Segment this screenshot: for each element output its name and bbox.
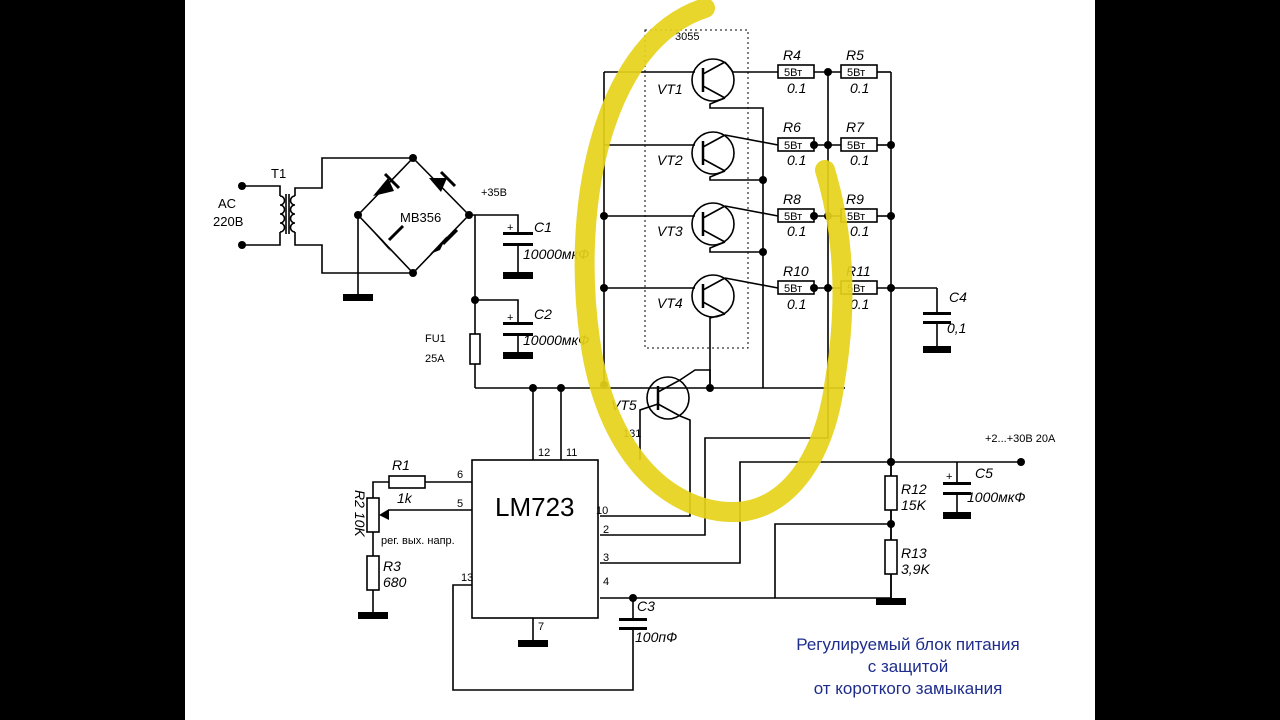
r8-label: R8 (783, 191, 801, 207)
bridge-label: MB356 (400, 210, 441, 225)
ac-label: AC (218, 196, 236, 211)
svg-text:+: + (946, 471, 952, 483)
output-stage: +2...+30В 20A + C5 1000мкФ R12 15K R13 3… (774, 433, 1056, 605)
svg-text:5Вт: 5Вт (784, 283, 802, 295)
svg-text:0.1: 0.1 (787, 223, 806, 239)
circuit-schematic: AC 220В T1 MB356 +35В (213, 0, 1056, 691)
r1-label: R1 (392, 457, 410, 473)
c2-label: C2 (534, 306, 552, 322)
c1-label: C1 (534, 219, 552, 235)
r6-label: R6 (783, 119, 801, 135)
transformer-t1: T1 (271, 157, 413, 274)
svg-text:12: 12 (538, 447, 550, 459)
highlight-circle (574, 0, 853, 523)
svg-text:0.1: 0.1 (850, 80, 869, 96)
svg-text:4: 4 (603, 576, 609, 588)
ac-input: AC 220В (213, 182, 281, 249)
fu1-value: 25A (425, 353, 445, 365)
filter-caps: + C1 10000мкФ + C2 10000мкФ FU1 25A (425, 214, 845, 392)
svg-text:+: + (507, 312, 513, 324)
c1-value: 10000мкФ (523, 246, 589, 262)
c5-value: 1000мкФ (967, 489, 1025, 505)
chip-label: LM723 (495, 492, 575, 522)
fu1-label: FU1 (425, 333, 446, 345)
svg-text:0.1: 0.1 (787, 80, 806, 96)
svg-text:10: 10 (596, 505, 608, 517)
c2-value: 10000мкФ (523, 332, 589, 348)
lm723-chip: LM723 12 11 6 5 10 2 3 4 13 7 (452, 388, 892, 691)
svg-text:+: + (507, 222, 513, 234)
r12-label: R12 (901, 481, 927, 497)
output-label: +2...+30В 20A (985, 433, 1056, 445)
r7-label: R7 (846, 119, 865, 135)
svg-text:11: 11 (566, 447, 577, 459)
svg-text:0.1: 0.1 (850, 152, 869, 168)
c4-value: 0,1 (947, 320, 966, 336)
r1-value: 1k (397, 490, 413, 506)
svg-text:5Вт: 5Вт (847, 211, 865, 223)
r10-label: R10 (783, 263, 809, 279)
t1-label: T1 (271, 166, 286, 181)
capacitor-c4: C4 0,1 (923, 288, 967, 353)
slide: AC 220В T1 MB356 +35В (185, 0, 1095, 720)
r2-label: R2 10K (352, 490, 368, 537)
svg-text:13: 13 (461, 572, 473, 584)
capacitor-c3: C3 100пФ (619, 598, 677, 645)
r2-note: рег. вых. напр. (381, 535, 455, 547)
r3-value: 680 (383, 574, 407, 590)
svg-text:5Вт: 5Вт (784, 211, 802, 223)
svg-text:5Вт: 5Вт (847, 67, 865, 79)
caption-line-2: с защитой (867, 657, 949, 676)
vt1-label: VT1 (657, 81, 683, 97)
svg-text:0.1: 0.1 (787, 296, 806, 312)
voltage-adjust-network: R1 1k R2 10K рег. вых. напр. R3 680 (352, 457, 472, 619)
svg-text:5Вт: 5Вт (784, 67, 802, 79)
r13-label: R13 (901, 545, 927, 561)
caption-line-1: Регулируемый блок питания (796, 635, 1020, 654)
svg-text:3: 3 (603, 552, 609, 564)
svg-text:0.1: 0.1 (850, 296, 869, 312)
ac-voltage-label: 220В (213, 214, 243, 229)
svg-text:5Вт: 5Вт (784, 140, 802, 152)
r12-value: 15K (901, 497, 927, 513)
r13-value: 3,9K (901, 561, 930, 577)
plus35-label: +35В (481, 187, 507, 199)
svg-text:2: 2 (603, 524, 609, 536)
r5-label: R5 (846, 47, 864, 63)
vt3-label: VT3 (657, 223, 683, 239)
svg-text:0.1: 0.1 (850, 223, 869, 239)
diode-bridge: MB356 +35В (343, 154, 507, 301)
svg-text:5Вт: 5Вт (847, 140, 865, 152)
c3-value: 100пФ (635, 629, 677, 645)
c4-label: C4 (949, 289, 967, 305)
r11-label: R11 (846, 263, 871, 279)
r3-label: R3 (383, 558, 401, 574)
svg-text:0.1: 0.1 (787, 152, 806, 168)
vt2-label: VT2 (657, 152, 683, 168)
transistor-type-label: 3055 (675, 31, 699, 43)
caption: Регулируемый блок питания с защитой от к… (733, 634, 1083, 700)
svg-text:7: 7 (538, 621, 544, 633)
power-transistors: 3055 VT1 VT2 VT3 VT4 (600, 29, 937, 462)
svg-text:5: 5 (457, 498, 463, 510)
vt4-label: VT4 (657, 295, 683, 311)
caption-line-3: от короткого замыкания (813, 679, 1003, 698)
r4-label: R4 (783, 47, 801, 63)
r9-label: R9 (846, 191, 864, 207)
c3-label: C3 (637, 598, 655, 614)
svg-text:6: 6 (457, 469, 463, 481)
c5-label: C5 (975, 465, 993, 481)
